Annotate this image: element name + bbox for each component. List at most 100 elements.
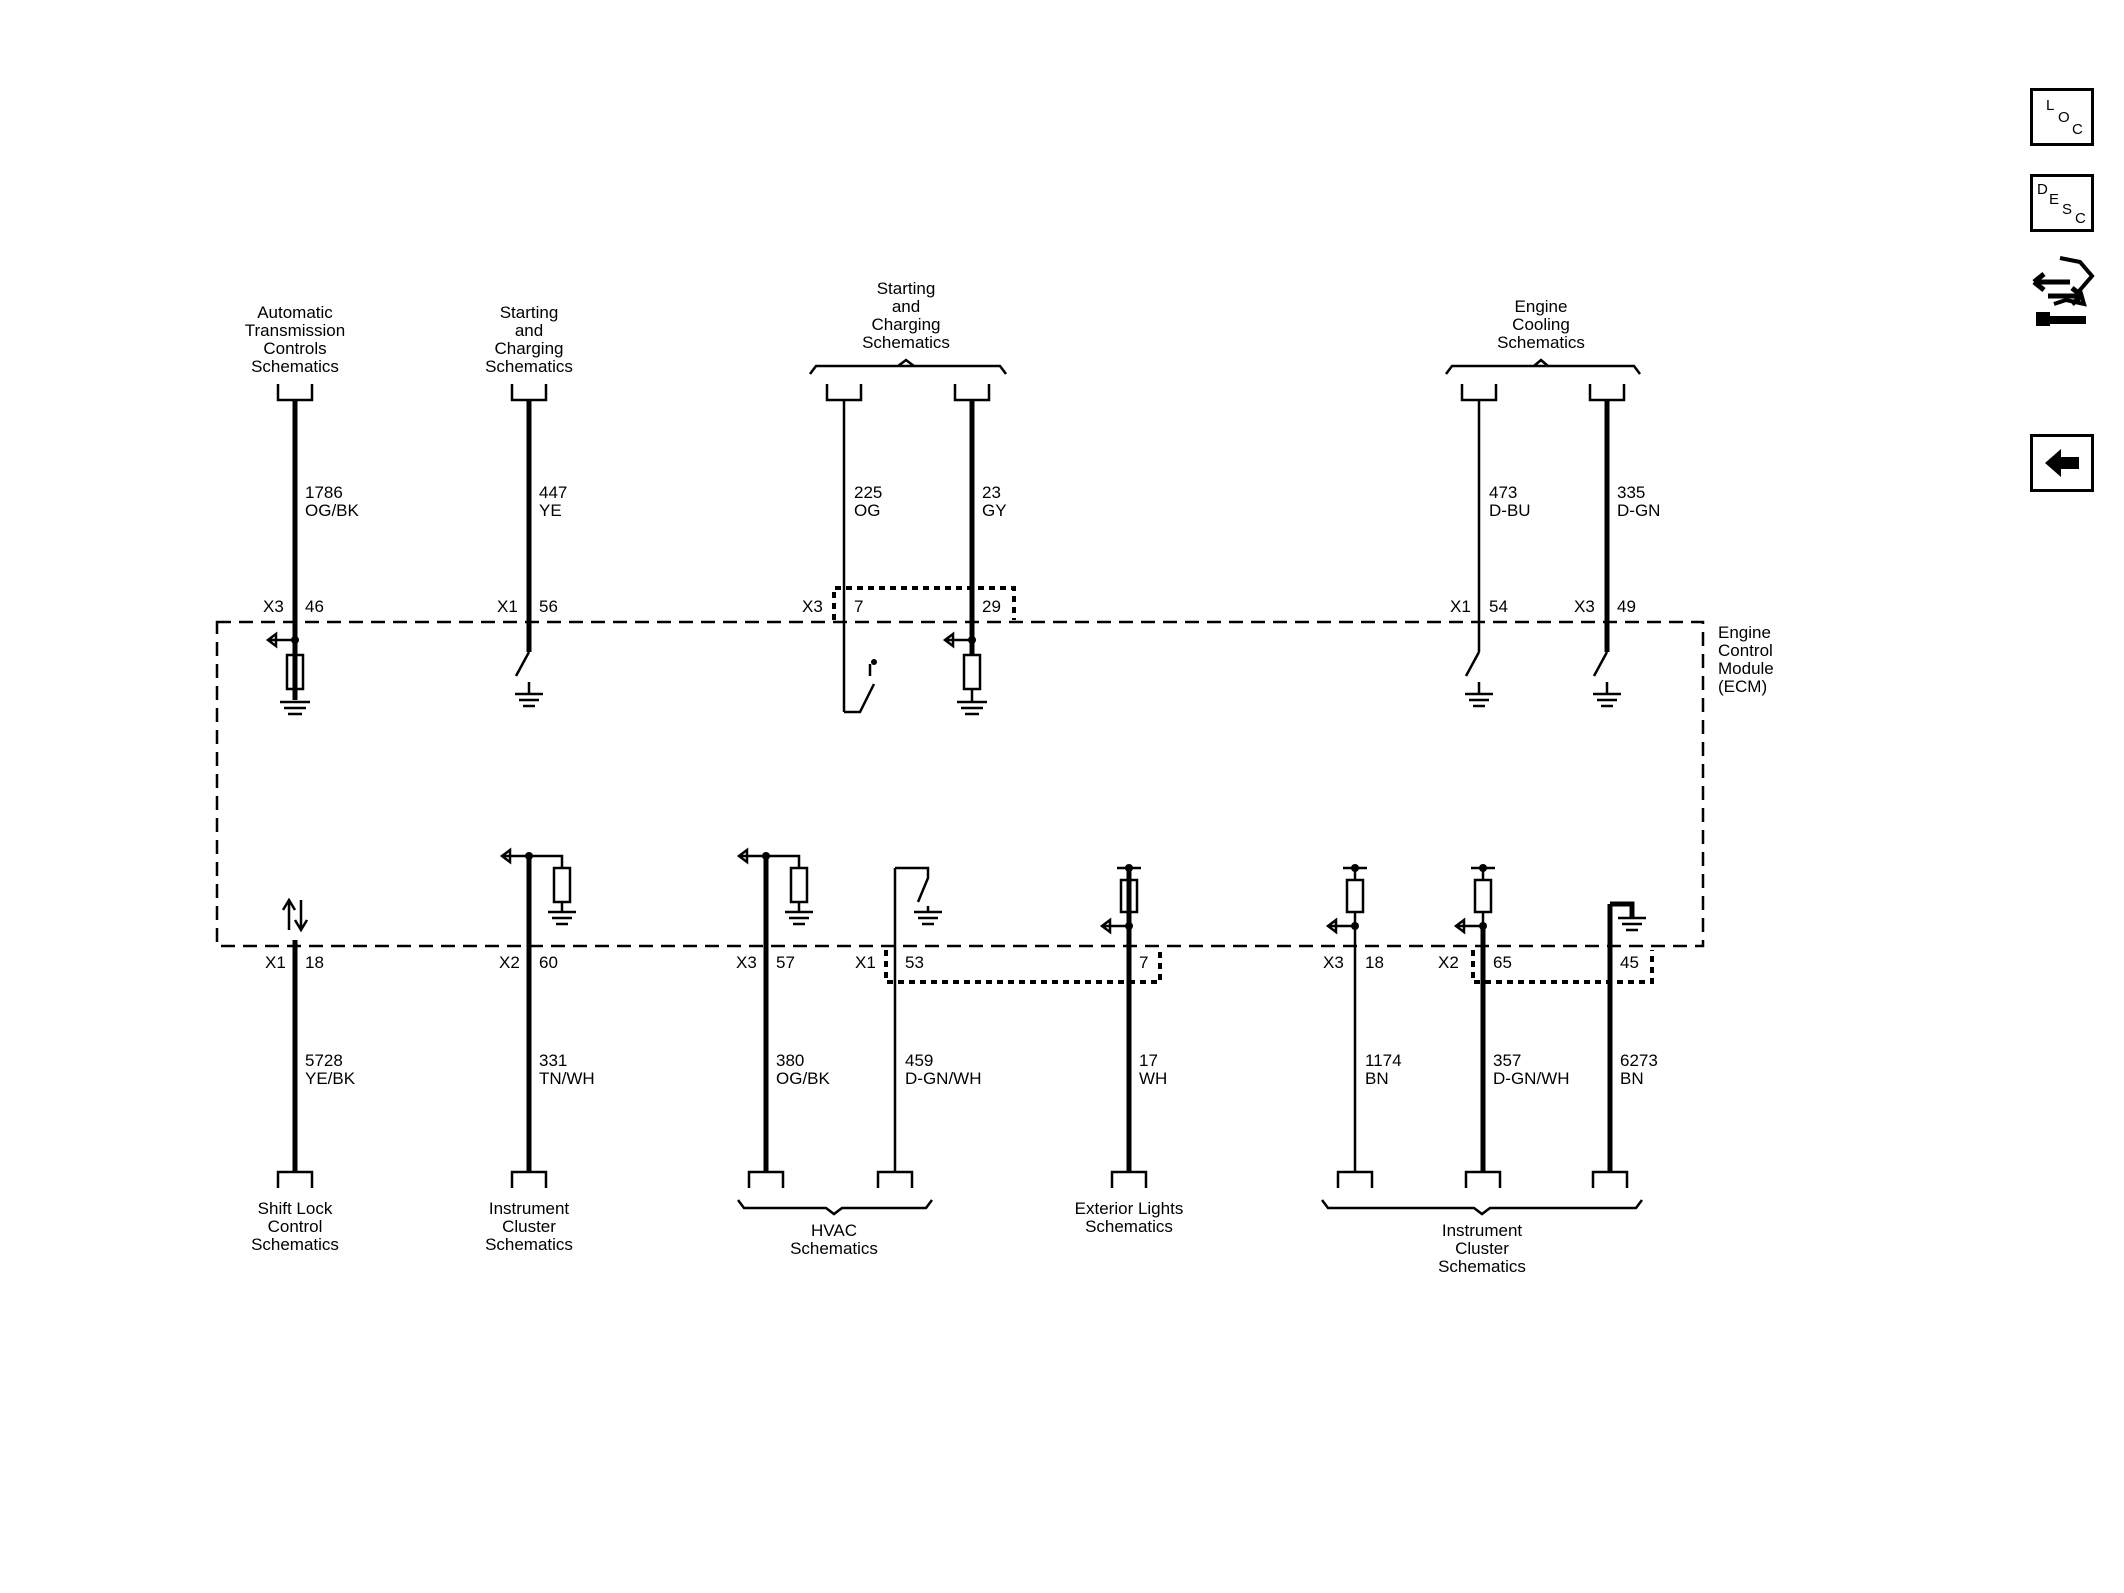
- svg-text:HVAC: HVAC: [811, 1221, 857, 1240]
- ecm-label-4: (ECM): [1718, 677, 1767, 696]
- top-connector-225: [825, 384, 863, 402]
- bottom-connector-6273: [1591, 1170, 1629, 1188]
- bottom-connector-459: [876, 1170, 914, 1188]
- top-connector-335: [1588, 384, 1626, 402]
- wire-23-pin: 29: [982, 597, 1001, 616]
- bottom-connector-17: [1110, 1170, 1148, 1188]
- wire-23-circuit: 23: [982, 483, 1001, 502]
- svg-text:Instrument: Instrument: [489, 1199, 570, 1218]
- svg-text:and: and: [515, 321, 543, 340]
- wire-23-pullup-resistor: [942, 631, 987, 716]
- svg-text:Schematics: Schematics: [251, 1235, 339, 1254]
- wire-5728-color: YE/BK: [305, 1069, 356, 1088]
- svg-text:Schematics: Schematics: [1085, 1217, 1173, 1236]
- connector-tool-icon[interactable]: [2030, 250, 2098, 334]
- top-label-starting-charging-2: Starting and Charging Schematics: [862, 279, 950, 352]
- wire-380-circuit: 380: [776, 1051, 804, 1070]
- svg-text:Cooling: Cooling: [1512, 315, 1570, 334]
- top-label-engine-cooling: Engine Cooling Schematics: [1497, 297, 1585, 352]
- wire-331-connector: X2: [499, 953, 520, 972]
- bottom-connector-357: [1464, 1170, 1502, 1188]
- wire-380-pin: 57: [776, 953, 795, 972]
- back-button[interactable]: [2030, 434, 2094, 492]
- wire-447-color: YE: [539, 501, 562, 520]
- svg-text:Starting: Starting: [877, 279, 936, 298]
- top-label-atc: Automatic Transmission Controls Schemati…: [245, 303, 345, 376]
- wire-335-pin: 49: [1617, 597, 1636, 616]
- wire-447-circuit: 447: [539, 483, 567, 502]
- wire-1786-pullup-resistor: [265, 631, 310, 716]
- location-button[interactable]: L O C: [2030, 88, 2094, 146]
- svg-text:Charging: Charging: [495, 339, 564, 358]
- svg-text:Schematics: Schematics: [251, 357, 339, 376]
- wire-357-color: D-GN/WH: [1493, 1069, 1569, 1088]
- wire-5728-circuit: 5728: [305, 1051, 343, 1070]
- desc-letter-c: C: [2075, 210, 2086, 227]
- loc-letter-c: C: [2072, 121, 2083, 138]
- svg-text:Engine: Engine: [1515, 297, 1568, 316]
- wire-473-pin: 54: [1489, 597, 1508, 616]
- wire-357-circuit: 357: [1493, 1051, 1521, 1070]
- wire-331-circuit: 331: [539, 1051, 567, 1070]
- wire-473-switch-ground: [1464, 651, 1493, 708]
- top-connector-23: [953, 384, 991, 402]
- svg-text:Control: Control: [268, 1217, 323, 1236]
- wire-459-switch-ground: [895, 866, 942, 926]
- svg-text:and: and: [892, 297, 920, 316]
- loc-letter-l: L: [2046, 97, 2055, 114]
- svg-text:Schematics: Schematics: [485, 1235, 573, 1254]
- bottom-label-instrument-cluster-1: Instrument Cluster Schematics: [485, 1199, 573, 1254]
- wire-6273-ground: [1610, 901, 1646, 932]
- top-connector-1786: [276, 384, 314, 402]
- wire-1786-color: OG/BK: [305, 501, 360, 520]
- wire-335-switch-ground: [1592, 651, 1621, 708]
- loc-letter-o: O: [2058, 109, 2070, 126]
- dotted-connector-x2-bottom: [1471, 950, 1654, 984]
- svg-text:Shift Lock: Shift Lock: [258, 1199, 333, 1218]
- wire-335-color: D-GN: [1617, 501, 1660, 520]
- ecm-label-1: Engine: [1718, 623, 1771, 642]
- desc-letter-s: S: [2062, 201, 2073, 218]
- wire-335-connector: X3: [1574, 597, 1595, 616]
- ecm-boundary: [215, 620, 1705, 948]
- svg-text:Schematics: Schematics: [1497, 333, 1585, 352]
- ecm-label-2: Control: [1718, 641, 1773, 660]
- svg-text:Schematics: Schematics: [790, 1239, 878, 1258]
- wire-473-color: D-BU: [1489, 501, 1531, 520]
- bottom-connector-331: [510, 1170, 548, 1188]
- wire-447-pin: 56: [539, 597, 558, 616]
- wire-17-color: WH: [1139, 1069, 1167, 1088]
- wire-1786-pin: 46: [305, 597, 324, 616]
- wire-225-circuit: 225: [854, 483, 882, 502]
- top-connector-473: [1460, 384, 1498, 402]
- wire-1174-circuit: 1174: [1365, 1051, 1402, 1070]
- wire-380-pullup-resistor: [736, 847, 813, 926]
- bottom-label-hvac: HVAC Schematics: [790, 1221, 878, 1258]
- wire-1786-circuit: 1786: [305, 483, 343, 502]
- wire-380-color: OG/BK: [776, 1069, 831, 1088]
- wire-380-connector: X3: [736, 953, 757, 972]
- svg-text:Controls: Controls: [263, 339, 326, 358]
- svg-text:Cluster: Cluster: [1455, 1239, 1509, 1258]
- bottom-brace-instrument-cluster: [1321, 1199, 1643, 1216]
- wire-6273-circuit: 6273: [1620, 1051, 1658, 1070]
- wire-5728-connector: X1: [265, 953, 286, 972]
- svg-text:Exterior Lights: Exterior Lights: [1075, 1199, 1184, 1218]
- wire-447-connector: X1: [497, 597, 518, 616]
- bottom-label-shift-lock: Shift Lock Control Schematics: [251, 1199, 339, 1254]
- wire-5728-pin: 18: [305, 953, 324, 972]
- wire-459-color: D-GN/WH: [905, 1069, 981, 1088]
- bidirectional-arrow-icon: [281, 897, 309, 933]
- wire-1174-pin: 18: [1365, 953, 1384, 972]
- description-button[interactable]: D E S C: [2030, 174, 2094, 232]
- wire-225-connector: X3: [802, 597, 823, 616]
- wire-331-pullup-resistor: [499, 847, 576, 926]
- bottom-connector-1174: [1336, 1170, 1374, 1188]
- wire-17-pin: 7: [1139, 953, 1148, 972]
- wire-23-color: GY: [982, 501, 1007, 520]
- wire-1174-pullup-resistor: [1325, 864, 1367, 935]
- bottom-label-exterior-lights: Exterior Lights Schematics: [1075, 1199, 1184, 1236]
- wire-225-pin: 7: [854, 597, 863, 616]
- bottom-brace-hvac: [737, 1199, 933, 1216]
